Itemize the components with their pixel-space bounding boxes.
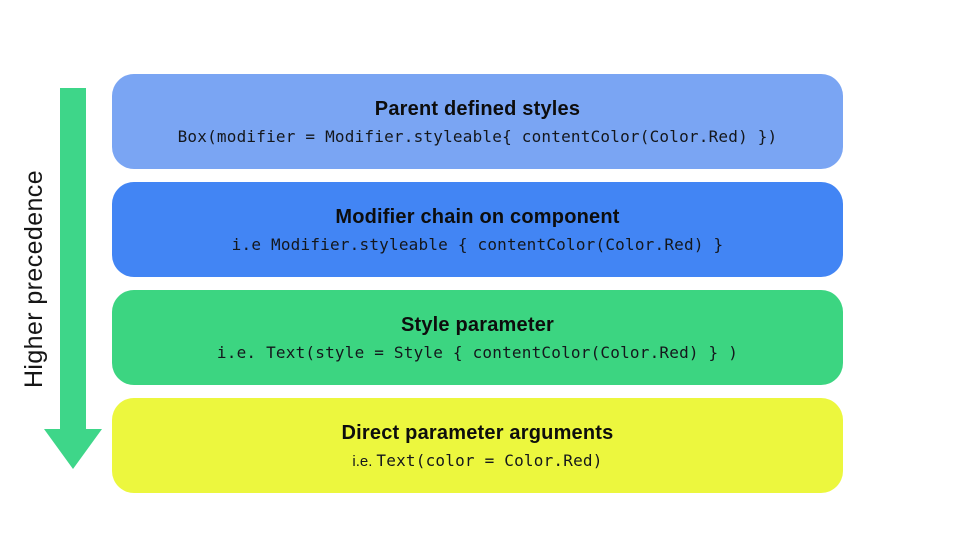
box-heading: Style parameter (400, 314, 555, 336)
precedence-box-direct-parameter-arguments: Direct parameter arguments i.e. Text(col… (112, 398, 843, 493)
arrow-down-icon (44, 429, 102, 469)
precedence-box-modifier-chain: Modifier chain on component i.e Modifier… (112, 182, 843, 277)
precedence-arrow-shaft (60, 88, 86, 430)
precedence-box-style-parameter: Style parameter i.e. Text(style = Style … (112, 290, 843, 385)
box-code-example: i.e. Text(style = Style { contentColor(C… (216, 343, 739, 362)
box-heading: Parent defined styles (374, 98, 581, 120)
higher-precedence-label: Higher precedence (20, 169, 48, 389)
box-heading: Direct parameter arguments (341, 422, 614, 444)
box-code-example: Text(color = Color.Red) (376, 451, 603, 470)
box-heading: Modifier chain on component (335, 206, 620, 228)
box-code-example: Box(modifier = Modifier.styleable{ conte… (177, 127, 778, 146)
box-code-example: i.e Modifier.styleable { contentColor(Co… (231, 235, 724, 254)
arrow-down-triangle (44, 429, 102, 469)
precedence-box-parent-defined-styles: Parent defined styles Box(modifier = Mod… (112, 74, 843, 169)
box-code-prefix: i.e. (352, 453, 373, 470)
